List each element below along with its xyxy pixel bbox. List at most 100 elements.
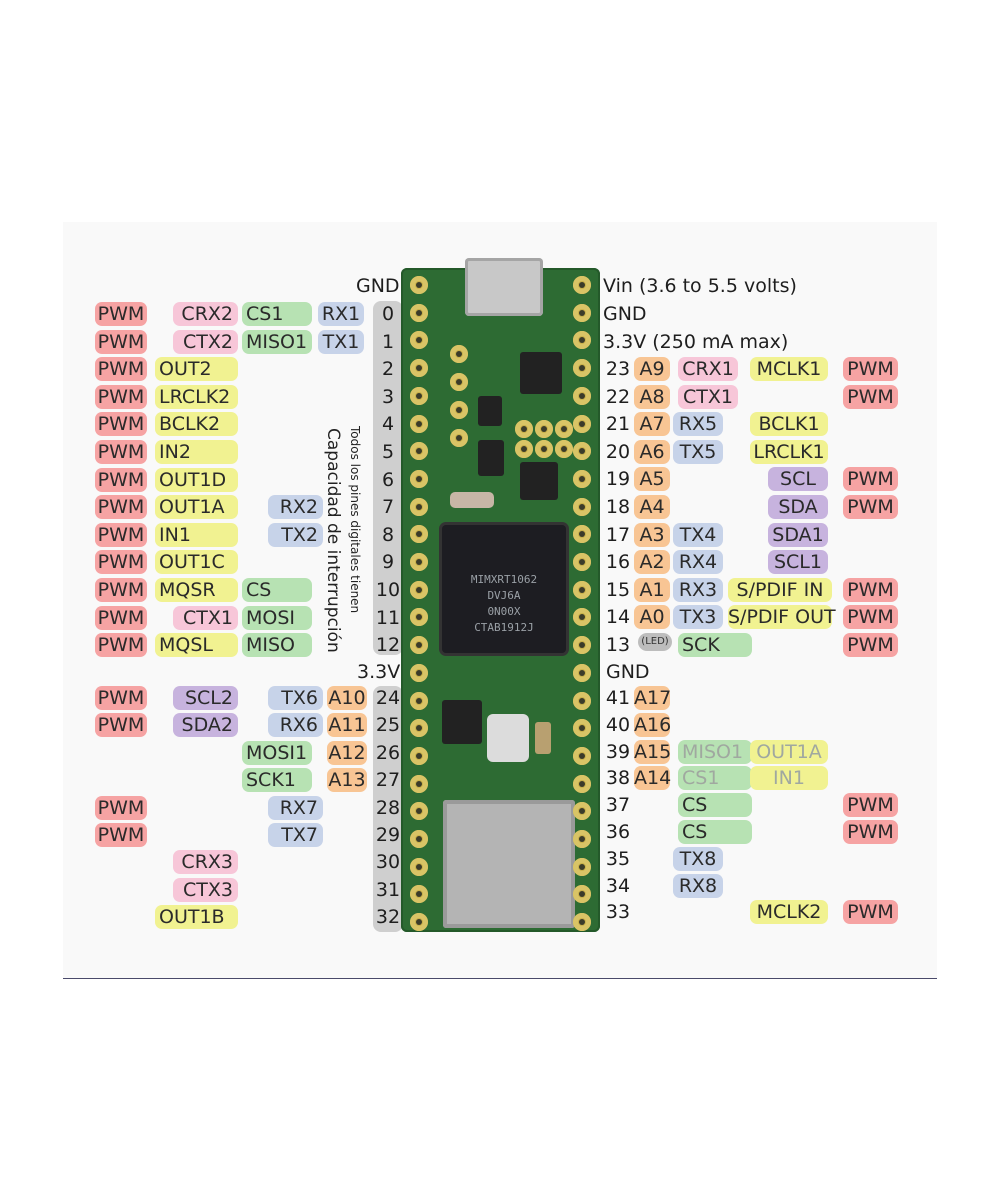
right-pin-number-38: 38 bbox=[605, 767, 631, 790]
left-pin-number-24: 24 bbox=[375, 687, 401, 709]
inner-header-hole bbox=[535, 440, 553, 458]
left-pin-number-31: 31 bbox=[375, 878, 401, 901]
right-pwm-label-pin-19: PWM bbox=[843, 467, 898, 492]
left-header-hole bbox=[410, 359, 428, 378]
small-chip-4 bbox=[478, 440, 504, 476]
right-ana-label-pin-21: A7 bbox=[634, 412, 670, 437]
left-pin-bar-bottom bbox=[373, 686, 403, 932]
left-pin-number-4: 4 bbox=[381, 413, 395, 436]
left-header-hole bbox=[410, 802, 428, 821]
left-pwm-label-pin-25: PWM bbox=[95, 713, 147, 738]
right-pwm-label-pin-15: PWM bbox=[843, 577, 898, 602]
inner-header-hole bbox=[535, 420, 553, 438]
left-pin-number-30: 30 bbox=[375, 851, 401, 874]
left-pwm-label-pin-28: PWM bbox=[95, 795, 147, 820]
inner-header-hole bbox=[450, 429, 468, 447]
right-header-hole bbox=[573, 719, 591, 738]
left-pwm-label-pin-0: PWM bbox=[95, 302, 147, 326]
mcu-marking-4: CTAB1912J bbox=[474, 621, 534, 634]
left-header-hole bbox=[410, 719, 428, 738]
right-i2c-label-pin-16: SCL1 bbox=[768, 550, 828, 575]
left-can-label-pin-0: CRX2 bbox=[173, 302, 238, 326]
left-header-hole bbox=[410, 442, 428, 461]
left-spi-label-pin-26: MOSI1 bbox=[242, 740, 312, 765]
inner-header-hole bbox=[515, 440, 533, 458]
left-ser-label-pin-0: RX1 bbox=[318, 302, 364, 326]
left-pin-number-9: 9 bbox=[381, 551, 395, 574]
reset-button-icon bbox=[487, 714, 529, 762]
left-header-hole bbox=[410, 580, 428, 599]
right-pin-number-13: 13 bbox=[605, 634, 631, 656]
right-header-hole bbox=[573, 469, 591, 488]
right-pin-number-20: 20 bbox=[605, 440, 631, 463]
left-can-label-pin-11: CTX1 bbox=[173, 605, 238, 630]
right-pin-number-36: 36 bbox=[605, 821, 631, 843]
right-ser-label-pin-15: RX3 bbox=[673, 577, 723, 602]
left-pwm-label-pin-10: PWM bbox=[95, 578, 147, 602]
right-pwm-label-pin-13: PWM bbox=[843, 633, 898, 657]
left-pin-number-2: 2 bbox=[381, 358, 395, 381]
crystal-icon bbox=[450, 492, 494, 508]
right-header-hole bbox=[573, 442, 591, 461]
right-aud-label-pin-14: S/PDIF OUT bbox=[728, 605, 836, 630]
right-i2c-label-pin-18: SDA bbox=[768, 495, 828, 519]
right-header-hole bbox=[573, 636, 591, 655]
left-aud-label-pin-32: OUT1B bbox=[155, 905, 238, 930]
left-header-hole bbox=[410, 553, 428, 571]
left-pin-number-27: 27 bbox=[375, 769, 401, 792]
right-ser-label-pin-14: TX3 bbox=[673, 605, 723, 630]
right-ana-label-pin-39: A15 bbox=[634, 739, 672, 764]
right-i2c-label-pin-19: SCL bbox=[768, 467, 828, 492]
right-ana-label-pin-41: A17 bbox=[634, 686, 672, 710]
left-pin-number-7: 7 bbox=[381, 496, 395, 519]
right-pin-number-39: 39 bbox=[605, 740, 631, 763]
right-header-hole bbox=[573, 774, 591, 793]
right-pin-number-15: 15 bbox=[605, 578, 631, 601]
left-pwm-label-pin-7: PWM bbox=[95, 495, 147, 520]
left-pin-number-12: 12 bbox=[375, 634, 401, 657]
mcu-marking-1: MIMXRT1062 bbox=[470, 573, 538, 586]
left-header-hole bbox=[410, 331, 428, 350]
left-pin-number-6: 6 bbox=[381, 468, 395, 491]
left-spi-label-pin-11: MOSI bbox=[242, 605, 312, 630]
right-spi-label-pin-13: SCK bbox=[678, 633, 752, 657]
right-pin-number-37: 37 bbox=[605, 794, 631, 817]
right-header-hole bbox=[573, 746, 591, 765]
right-pwm-label-pin-36: PWM bbox=[843, 820, 898, 844]
right-aud-label-pin-15: S/PDIF IN bbox=[728, 577, 832, 602]
left-aud-label-pin-9: OUT1C bbox=[155, 550, 238, 575]
left-ser-label-pin-1: TX1 bbox=[318, 329, 364, 354]
left-header-hole bbox=[410, 303, 428, 322]
left-pwm-label-pin-6: PWM bbox=[95, 467, 147, 492]
left-aud-label-pin-5: IN2 bbox=[155, 440, 238, 464]
right-header-hole bbox=[573, 885, 591, 904]
right-header-hole bbox=[573, 663, 591, 682]
right-pwm-label-pin-33: PWM bbox=[843, 900, 898, 925]
right-pin-number-34: 34 bbox=[605, 874, 631, 897]
inner-header-hole bbox=[555, 440, 573, 458]
right-ana-label-pin-38: A14 bbox=[634, 766, 672, 791]
sd-card-slot-icon bbox=[443, 800, 575, 928]
left-header-hole bbox=[410, 276, 428, 294]
left-header-hole bbox=[410, 414, 428, 433]
right-pin-number-14: 14 bbox=[605, 606, 631, 629]
left-aud-label-pin-7: OUT1A bbox=[155, 495, 238, 520]
right-spi-label-pin-39: MISO1 bbox=[678, 739, 752, 764]
left-header-hole bbox=[410, 469, 428, 488]
left-header-hole bbox=[410, 497, 428, 516]
right-ana-label-pin-17: A3 bbox=[634, 522, 670, 547]
right-ana-label-pin-23: A9 bbox=[634, 357, 670, 381]
right-can-label-pin-22: CTX1 bbox=[678, 384, 738, 409]
left-pwm-label-pin-1: PWM bbox=[95, 329, 147, 354]
small-chip-3 bbox=[478, 396, 502, 426]
left-pin-number-32: 32 bbox=[375, 906, 401, 929]
right-header-hole bbox=[573, 580, 591, 599]
right-header-hole bbox=[573, 913, 591, 932]
left-pin-number-29: 29 bbox=[375, 824, 401, 846]
left-pin-number-10: 10 bbox=[375, 579, 401, 601]
left-pin-number-0: 0 bbox=[381, 303, 395, 325]
right-pin-number-33: 33 bbox=[605, 901, 631, 924]
right-header-hole bbox=[573, 359, 591, 378]
left-aud-label-pin-3: LRCLK2 bbox=[155, 384, 238, 409]
left-header-hole bbox=[410, 913, 428, 932]
